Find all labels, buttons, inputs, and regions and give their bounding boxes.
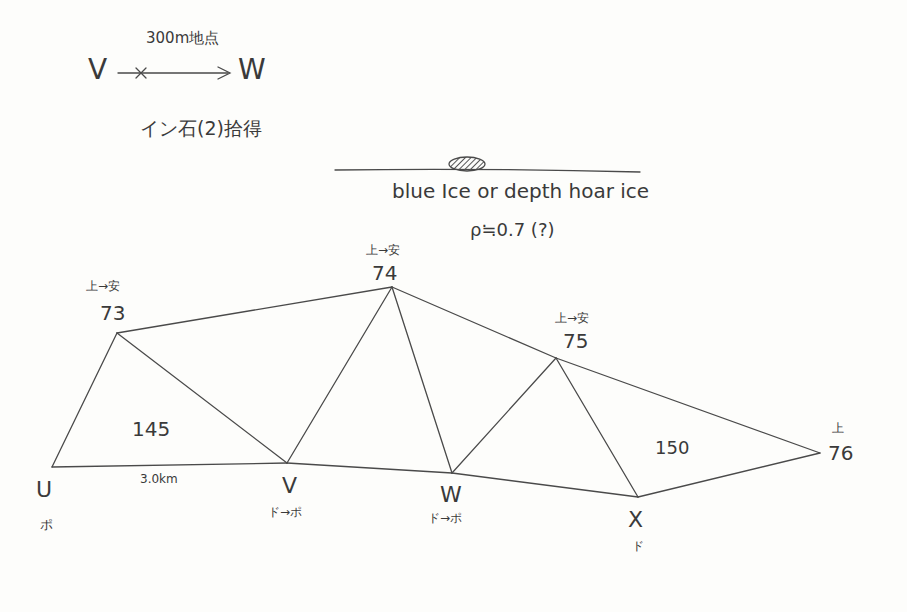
point-name: V (282, 474, 297, 498)
status-note: ド→ポ (428, 512, 462, 525)
station-number: 75 (563, 330, 588, 352)
note: イン石(2)拾得 (140, 118, 262, 139)
status-note: ド (632, 540, 644, 553)
point-name: X (628, 508, 643, 532)
status-note: 上→安 (366, 244, 400, 257)
status-note: 上→安 (86, 280, 120, 293)
distance-value: 150 (655, 438, 689, 458)
status-note: ポ (40, 518, 53, 532)
arrow-head (218, 67, 230, 79)
point-name: U (36, 478, 52, 502)
point-name: V (88, 55, 107, 86)
station-number: 74 (372, 262, 397, 284)
triangulation-network (52, 287, 820, 497)
station-number: 76 (828, 442, 853, 464)
cross-mark (136, 68, 146, 78)
note: blue Ice or depth hoar ice (392, 180, 649, 202)
status-note: ド→ポ (268, 506, 302, 519)
status-note: 上→安 (555, 312, 589, 325)
density-note: ρ≒0.7 (?) (470, 220, 554, 240)
status-note: 上 (832, 422, 844, 435)
distance-value: 145 (132, 418, 170, 440)
point-name: W (440, 483, 462, 507)
station-number: 73 (100, 302, 125, 324)
route-arrow (118, 72, 228, 73)
surface-line (335, 169, 640, 172)
distance-note: 300m地点 (146, 30, 219, 47)
point-name: W (238, 55, 266, 86)
ice-lens (449, 157, 485, 171)
distance-value: 3.0km (140, 473, 178, 486)
